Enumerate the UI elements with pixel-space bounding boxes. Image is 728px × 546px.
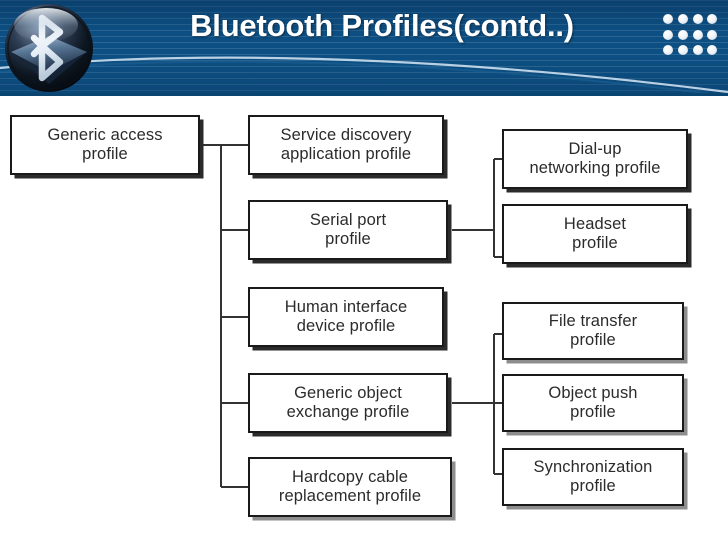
grid-dot bbox=[707, 29, 718, 40]
page-title: Bluetooth Profiles(contd..) bbox=[190, 8, 574, 43]
node-service-discovery-application-profile[interactable]: Service discovery application profile bbox=[248, 115, 444, 175]
grid-dot bbox=[663, 45, 673, 56]
node-label: Serial port profile bbox=[309, 210, 387, 248]
node-human-interface-device-profile[interactable]: Human interface device profile bbox=[248, 287, 444, 347]
node-object-push-profile[interactable]: Object push profile bbox=[502, 374, 684, 432]
node-label: Synchronization profile bbox=[533, 457, 653, 495]
header-arc-decoration bbox=[0, 56, 728, 96]
grid-dot bbox=[677, 29, 688, 40]
node-dial-up-networking-profile[interactable]: Dial-up networking profile bbox=[502, 129, 688, 189]
diagram-connectors bbox=[200, 143, 502, 489]
grid-dot bbox=[677, 14, 688, 24]
node-headset-profile[interactable]: Headset profile bbox=[502, 204, 688, 264]
grid-dot bbox=[707, 45, 718, 56]
grid-dot bbox=[663, 14, 673, 24]
grid-dot bbox=[663, 29, 673, 40]
header-gradient-overlay bbox=[0, 0, 728, 96]
node-label: Generic object exchange profile bbox=[286, 383, 410, 421]
dot-grid-icon bbox=[663, 14, 719, 58]
node-label: Headset profile bbox=[563, 214, 627, 252]
bluetooth-logo-icon bbox=[5, 4, 93, 92]
header-bottom-edge bbox=[0, 93, 728, 96]
node-label: File transfer profile bbox=[548, 311, 638, 349]
grid-dot bbox=[677, 45, 688, 56]
node-hardcopy-cable-replacement-profile[interactable]: Hardcopy cable replacement profile bbox=[248, 457, 452, 517]
node-generic-access-profile[interactable]: Generic access profile bbox=[10, 115, 200, 175]
node-label: Human interface device profile bbox=[284, 297, 408, 335]
node-synchronization-profile[interactable]: Synchronization profile bbox=[502, 448, 684, 506]
bluetooth-profiles-diagram: Generic access profile Service discovery… bbox=[0, 96, 728, 546]
grid-dot bbox=[692, 29, 703, 40]
grid-dot bbox=[692, 14, 703, 24]
node-label: Object push profile bbox=[548, 383, 638, 421]
node-file-transfer-profile[interactable]: File transfer profile bbox=[502, 302, 684, 360]
grid-dot bbox=[692, 45, 703, 56]
node-label: Generic access profile bbox=[47, 125, 163, 163]
header-banner: Bluetooth Profiles(contd..) bbox=[0, 0, 728, 96]
node-generic-object-exchange-profile[interactable]: Generic object exchange profile bbox=[248, 373, 448, 433]
node-label: Hardcopy cable replacement profile bbox=[278, 467, 422, 505]
grid-dot bbox=[707, 14, 718, 24]
node-serial-port-profile[interactable]: Serial port profile bbox=[248, 200, 448, 260]
node-label: Service discovery application profile bbox=[280, 125, 412, 163]
node-label: Dial-up networking profile bbox=[529, 139, 661, 177]
